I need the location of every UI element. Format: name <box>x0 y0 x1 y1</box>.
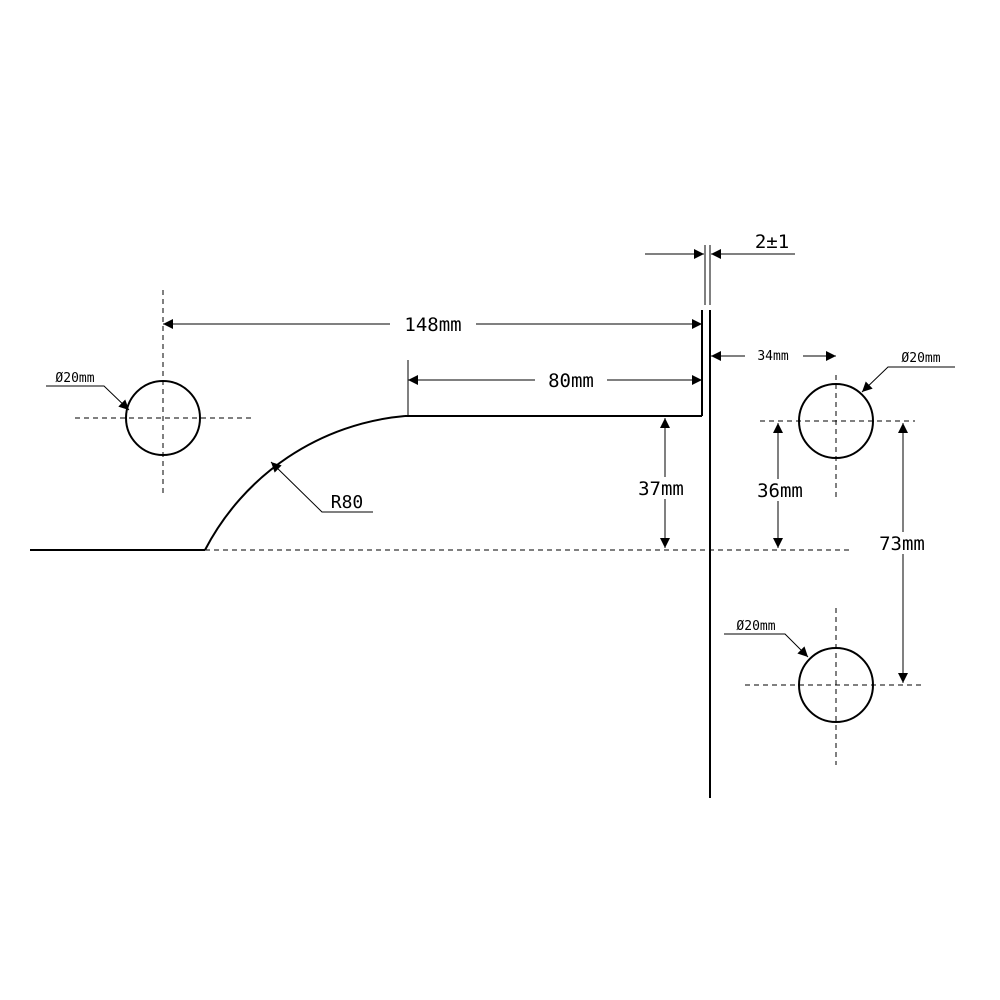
label-flat-length: 80mm <box>548 370 594 392</box>
leader-fillet-radius <box>270 461 373 513</box>
label-hole-left: Ø20mm <box>55 371 94 386</box>
label-hole-right-bottom: Ø20mm <box>736 619 775 634</box>
fillet-arc <box>204 415 406 551</box>
label-hole-height: 36mm <box>757 480 803 502</box>
reference-lines <box>75 290 925 765</box>
label-step-height: 37mm <box>638 478 684 500</box>
label-total-length: 148mm <box>404 314 461 336</box>
hole-right-bottom <box>798 647 874 723</box>
labels: 148mm 80mm 2±1 37mm 34mm 36mm 73mm R80 Ø… <box>55 231 940 634</box>
leaders <box>46 366 955 658</box>
leader-hole-left <box>46 385 130 411</box>
label-edge-offset: 34mm <box>757 349 788 364</box>
label-hole-spacing: 73mm <box>879 533 925 555</box>
part-profile <box>30 310 711 798</box>
extension-lines <box>407 245 711 416</box>
label-hole-right-top: Ø20mm <box>901 351 940 366</box>
label-fillet-radius: R80 <box>331 492 364 513</box>
leader-hole-right-bottom <box>724 633 809 658</box>
label-gap: 2±1 <box>755 231 789 253</box>
hole-right-top <box>798 383 874 459</box>
holes <box>125 380 874 723</box>
leader-hole-right-top <box>861 366 955 393</box>
hole-left <box>125 380 201 456</box>
